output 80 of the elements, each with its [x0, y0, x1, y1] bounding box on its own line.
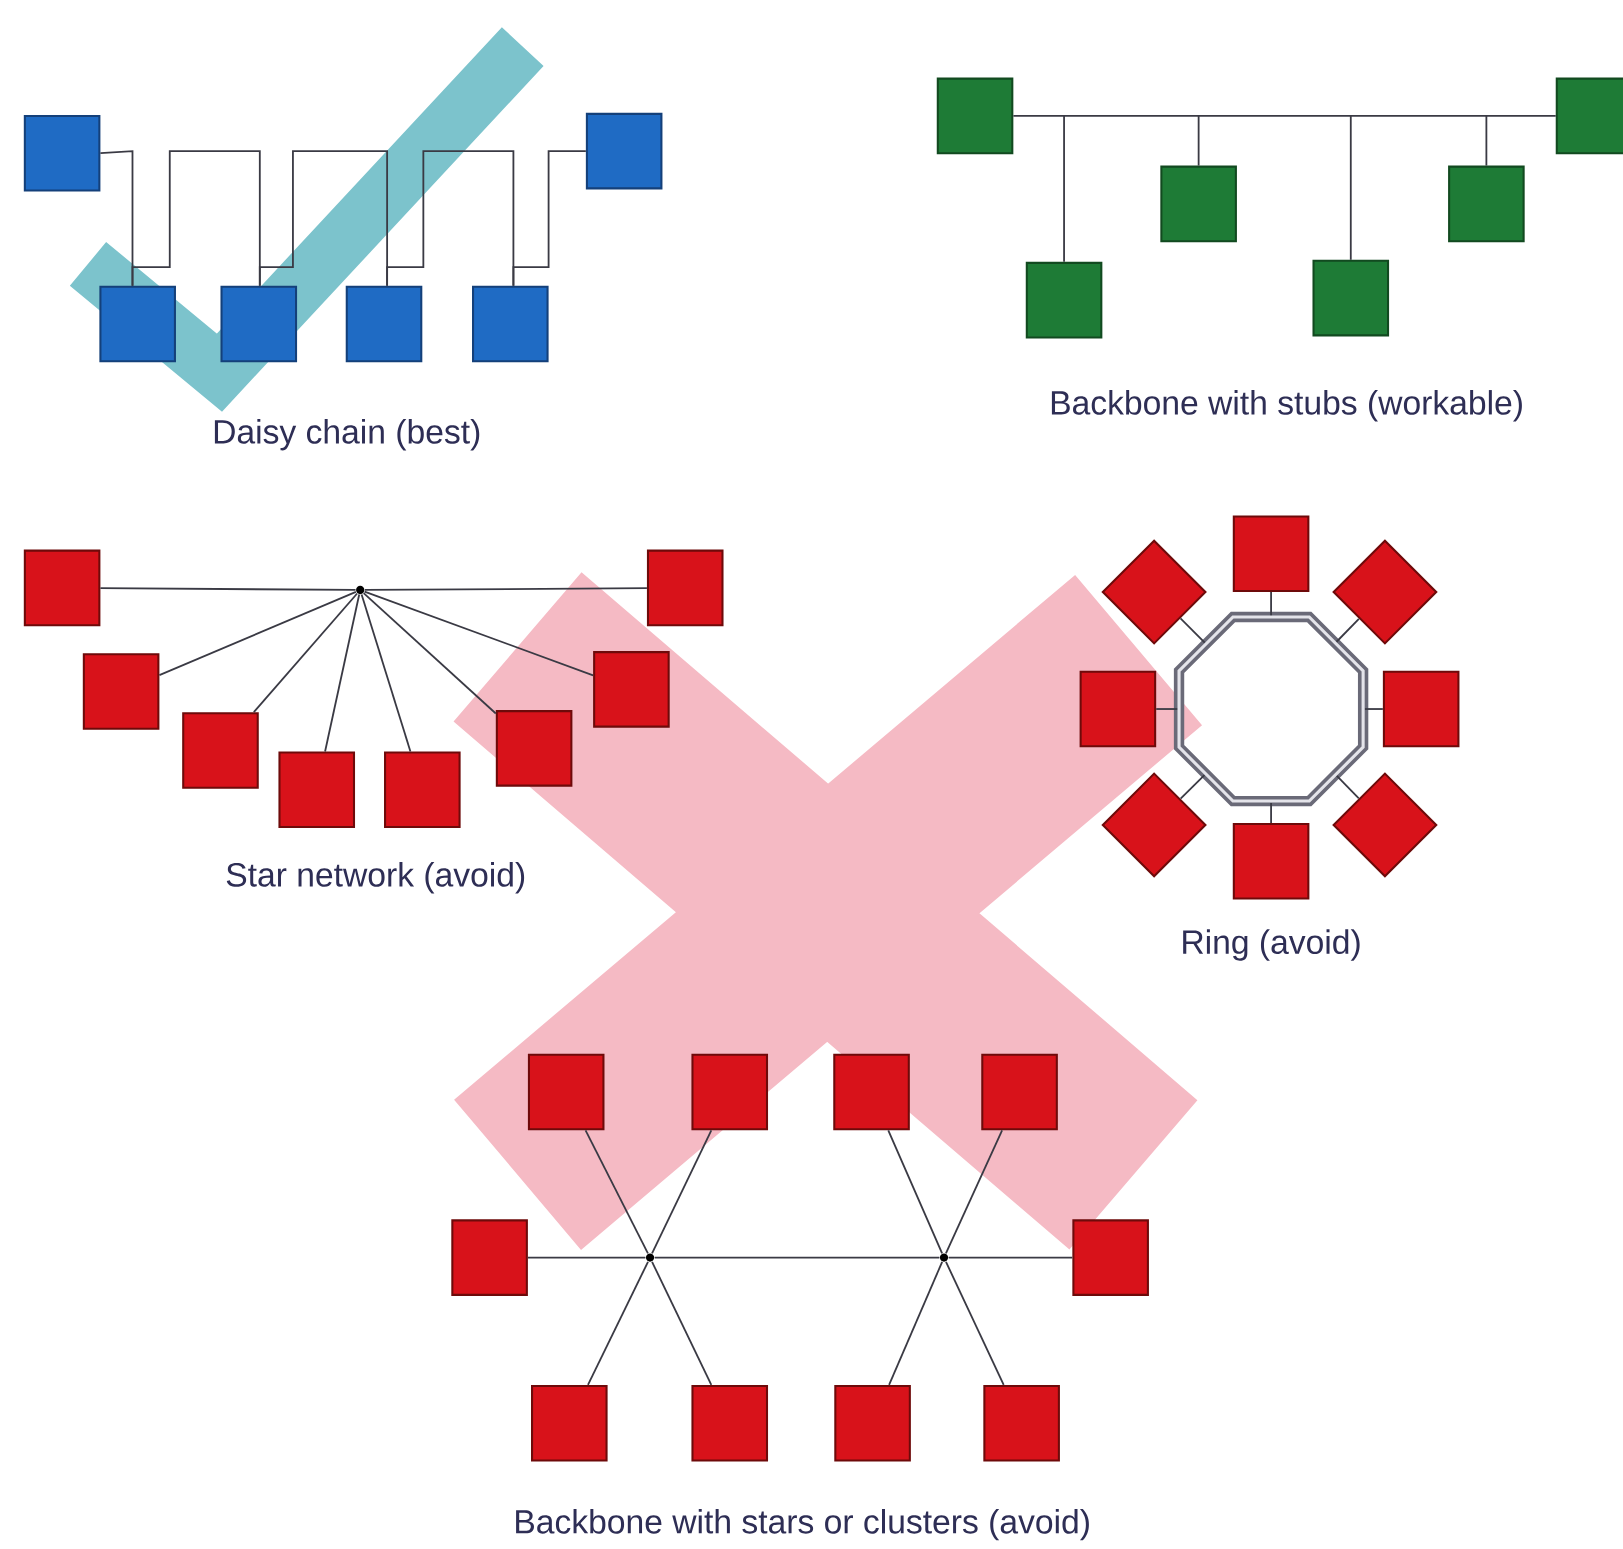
connector-line [653, 1256, 941, 1259]
connector-line [945, 1129, 1003, 1255]
connector-line [363, 590, 594, 676]
connector-line [158, 590, 357, 676]
network-box [834, 1384, 911, 1462]
connector-line [651, 1260, 713, 1386]
network-diamond [1332, 771, 1438, 878]
network-box [82, 652, 160, 730]
caption: Backbone with stars or clusters (avoid) [516, 1508, 1089, 1541]
network-box [833, 1053, 910, 1131]
connector-line [1335, 617, 1360, 643]
network-box [23, 549, 101, 626]
connector-line [1270, 801, 1272, 824]
caption: Backbone with stubs (workable) [1051, 389, 1522, 422]
network-diamond [1101, 539, 1207, 645]
connector-line [1197, 114, 1200, 167]
network-box [472, 285, 549, 363]
network-box [1079, 670, 1157, 748]
network-box [1382, 670, 1460, 748]
network-box [585, 112, 663, 190]
network-box [495, 709, 573, 787]
connector-line [651, 1129, 713, 1255]
network-box [278, 751, 356, 828]
network-box [1072, 1219, 1149, 1296]
network-box [691, 1053, 769, 1131]
network-box [691, 1384, 769, 1462]
connector-line [363, 587, 648, 591]
connector-line [1179, 617, 1206, 644]
connector-line [99, 587, 357, 591]
network-box [1232, 822, 1310, 900]
connector-line [362, 592, 497, 715]
caption: Star network (avoid) [226, 861, 525, 894]
connector-line [386, 149, 515, 287]
network-box [981, 1053, 1058, 1131]
connector-line [947, 1256, 1074, 1259]
connector-line [1485, 114, 1488, 167]
connector-line [527, 1256, 647, 1259]
network-box [593, 650, 670, 728]
connector-line [131, 149, 261, 287]
network-box [345, 285, 423, 363]
network-box [1555, 77, 1623, 154]
network-box [1312, 259, 1390, 337]
network-box [936, 77, 1014, 154]
connector-line [945, 1260, 1005, 1386]
caption: Ring (avoid) [1183, 929, 1360, 961]
network-diamond [1332, 539, 1438, 645]
connector-line [1155, 707, 1179, 710]
network-box [527, 1053, 605, 1131]
connector-line [258, 149, 389, 287]
connector-line [1012, 114, 1557, 117]
connector-line [1270, 590, 1272, 616]
connector-line [252, 592, 359, 713]
connector-line [360, 593, 412, 753]
network-diamond [1101, 771, 1207, 878]
network-box [451, 1219, 528, 1296]
network-box [384, 751, 461, 828]
connector-line [1063, 114, 1065, 263]
network-box [220, 285, 298, 363]
network-box [646, 549, 724, 626]
connector-line [587, 1260, 649, 1386]
connector-line [324, 593, 361, 753]
connector-line [512, 149, 587, 287]
network-box [1160, 165, 1237, 242]
connector-line [887, 1129, 944, 1254]
connector-line [1364, 707, 1384, 710]
connector-line [1349, 114, 1352, 261]
connector-line [1179, 773, 1206, 800]
network-box [1448, 165, 1525, 242]
caption: Daisy chain (best) [214, 418, 480, 451]
ring-octagon [1173, 611, 1369, 806]
network-box [1025, 261, 1103, 339]
connector-line [888, 1260, 944, 1386]
connector-line [1335, 774, 1360, 799]
network-box [531, 1384, 608, 1462]
network-box [99, 285, 176, 363]
network-box [983, 1384, 1060, 1462]
network-box [182, 711, 259, 789]
connector-line [584, 1129, 649, 1255]
network-box [1232, 515, 1310, 592]
network-box [23, 114, 101, 192]
